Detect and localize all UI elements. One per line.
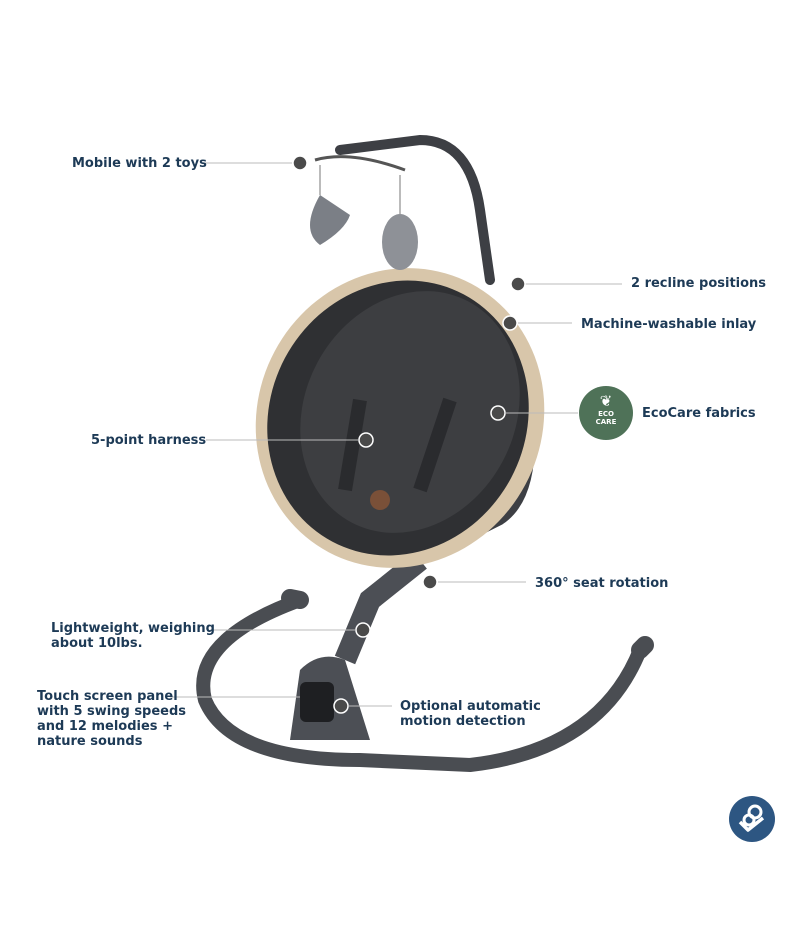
callout-inlay: Machine-washable inlay [581,317,757,332]
callout-ecocare: EcoCare fabrics [642,406,756,421]
touch-screen-panel [300,682,334,722]
motion-line1: Optional automatic [400,699,541,714]
callout-dots [292,155,526,714]
touch-line4: nature sounds [37,734,143,749]
swing-base [196,551,654,773]
swing-seat [255,268,545,568]
callout-harness: 5-point harness [91,433,207,448]
ecocare-badge: ❦ ECO CARE [579,386,633,440]
touch-line1: Touch screen panel [37,689,178,704]
leader-lines [170,162,622,707]
mother-child-logo-icon [729,796,775,842]
mobile [310,134,495,285]
callout-mobile: Mobile with 2 toys [72,156,207,171]
callout-touch-panel: Touch screen panel with 5 swing speeds a… [37,689,186,749]
touch-line3: and 12 melodies + [37,719,173,734]
callout-weight: Lightweight, weighing about 10lbs. [51,621,215,651]
touch-line2: with 5 swing speeds [37,704,187,719]
weight-line1: Lightweight, weighing [51,621,215,636]
weight-line2: about 10lbs. [51,636,143,651]
callout-rotation: 360° seat rotation [535,576,669,591]
callout-recline: 2 recline positions [631,276,767,291]
eco-badge-line2: CARE [595,418,617,426]
callout-motion: Optional automatic motion detection [400,699,541,729]
leaves-icon: ❦ [599,392,613,410]
eco-badge-line1: ECO [598,410,614,418]
motion-line2: motion detection [400,714,526,729]
